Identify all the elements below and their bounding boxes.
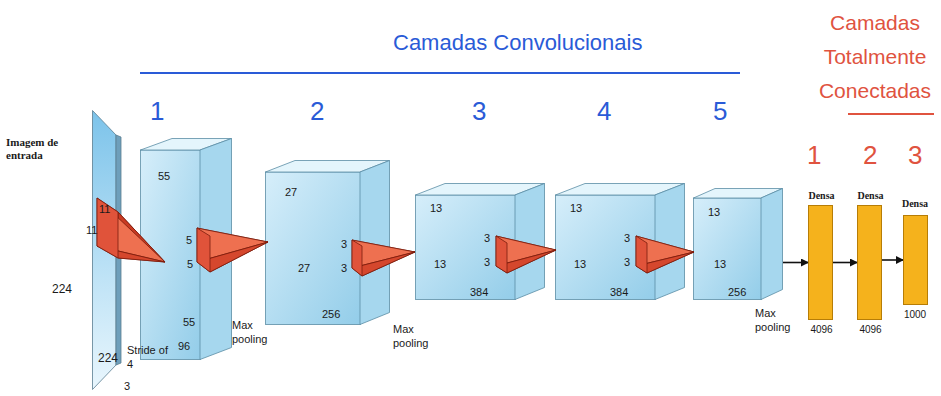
unit-count: 4096: [794, 324, 849, 336]
layer-number: 2: [310, 96, 324, 127]
layer-number: 1: [150, 96, 164, 127]
dimension-label: 3: [341, 262, 347, 275]
annotation: Stride of 4: [127, 343, 171, 371]
cube-outline: [555, 183, 685, 300]
header-underline: [140, 72, 740, 74]
dimension-label: 13: [434, 258, 446, 271]
arrow-connector: [882, 259, 903, 261]
dense-layer-bar: Densa1000: [903, 215, 928, 305]
dimension-label: 13: [430, 202, 442, 215]
dimension-label: 96: [178, 340, 190, 353]
layer-type-label: Densa: [794, 190, 849, 202]
header-underline: [848, 113, 934, 115]
dimension-label: 3: [341, 238, 347, 251]
dimension-label: 55: [158, 170, 170, 183]
dimension-label: 5: [186, 234, 192, 247]
dimension-label: 3: [624, 256, 630, 269]
kernel-pyramid: [496, 236, 556, 273]
dimension-label: 256: [322, 308, 340, 321]
dimension-label: 3: [484, 256, 490, 269]
dimension-label: 11: [86, 224, 97, 237]
dimension-label: 13: [574, 258, 586, 271]
section-heading: Camadas Convolucionais: [393, 30, 642, 56]
feature-map-cube: 13 3 3 13 384: [555, 183, 685, 300]
layer-type-label: Densa: [843, 190, 898, 202]
dimension-label: 27: [285, 186, 297, 199]
section-heading: Camadas Totalmente Conectadas: [813, 6, 937, 108]
dimension-label: 256: [728, 286, 746, 299]
layer-number: 2: [863, 140, 877, 171]
dense-layer-bar: Densa4096: [808, 205, 833, 320]
dimension-label: 13: [708, 206, 720, 219]
dimension-label: 13: [570, 202, 582, 215]
layer-number: 4: [597, 96, 611, 127]
annotation: Max pooling: [232, 318, 284, 346]
dimension-label: 11: [99, 203, 110, 216]
dimension-label: 224: [52, 283, 72, 297]
cube-outline: [265, 160, 390, 325]
layer-number: 1: [807, 140, 821, 171]
unit-count: 1000: [889, 309, 941, 321]
kernel-pyramid: [352, 240, 415, 276]
dimension-label: 5: [187, 258, 193, 271]
arrow-connector: [833, 262, 857, 264]
cube-outline: [693, 188, 783, 300]
dimension-label: 384: [470, 286, 488, 299]
layer-number: 3: [472, 96, 486, 127]
annotation: Max pooling: [393, 322, 445, 350]
layer-number: 3: [908, 140, 922, 171]
feature-map-cube: 13 13 256: [693, 188, 783, 300]
unit-count: 4096: [843, 324, 898, 336]
kernel-pyramid: [97, 198, 165, 262]
dimension-label: 13: [714, 258, 726, 271]
dimension-label: 224: [98, 352, 118, 366]
dense-layer-bar: Densa4096: [857, 205, 882, 320]
dimension-label: 384: [610, 286, 628, 299]
feature-map-cube: 13 3 3 13 384: [415, 183, 545, 300]
dimension-label: 3: [124, 380, 130, 393]
cube-outline: [415, 183, 545, 300]
dimension-label: 3: [484, 232, 490, 245]
kernel-pyramid: [636, 236, 694, 273]
dimension-label: 27: [298, 262, 310, 275]
input-title: Imagem de entrada: [6, 136, 70, 161]
layer-number: 5: [713, 96, 727, 127]
dimension-label: 55: [183, 316, 195, 329]
annotation: Max pooling: [755, 306, 807, 334]
arrow-connector: [783, 262, 808, 264]
feature-map-cube: 27 3 3 27 256: [265, 160, 390, 325]
kernel-pyramid: [197, 228, 268, 272]
layer-type-label: Densa: [889, 198, 941, 210]
dimension-label: 3: [624, 232, 630, 245]
